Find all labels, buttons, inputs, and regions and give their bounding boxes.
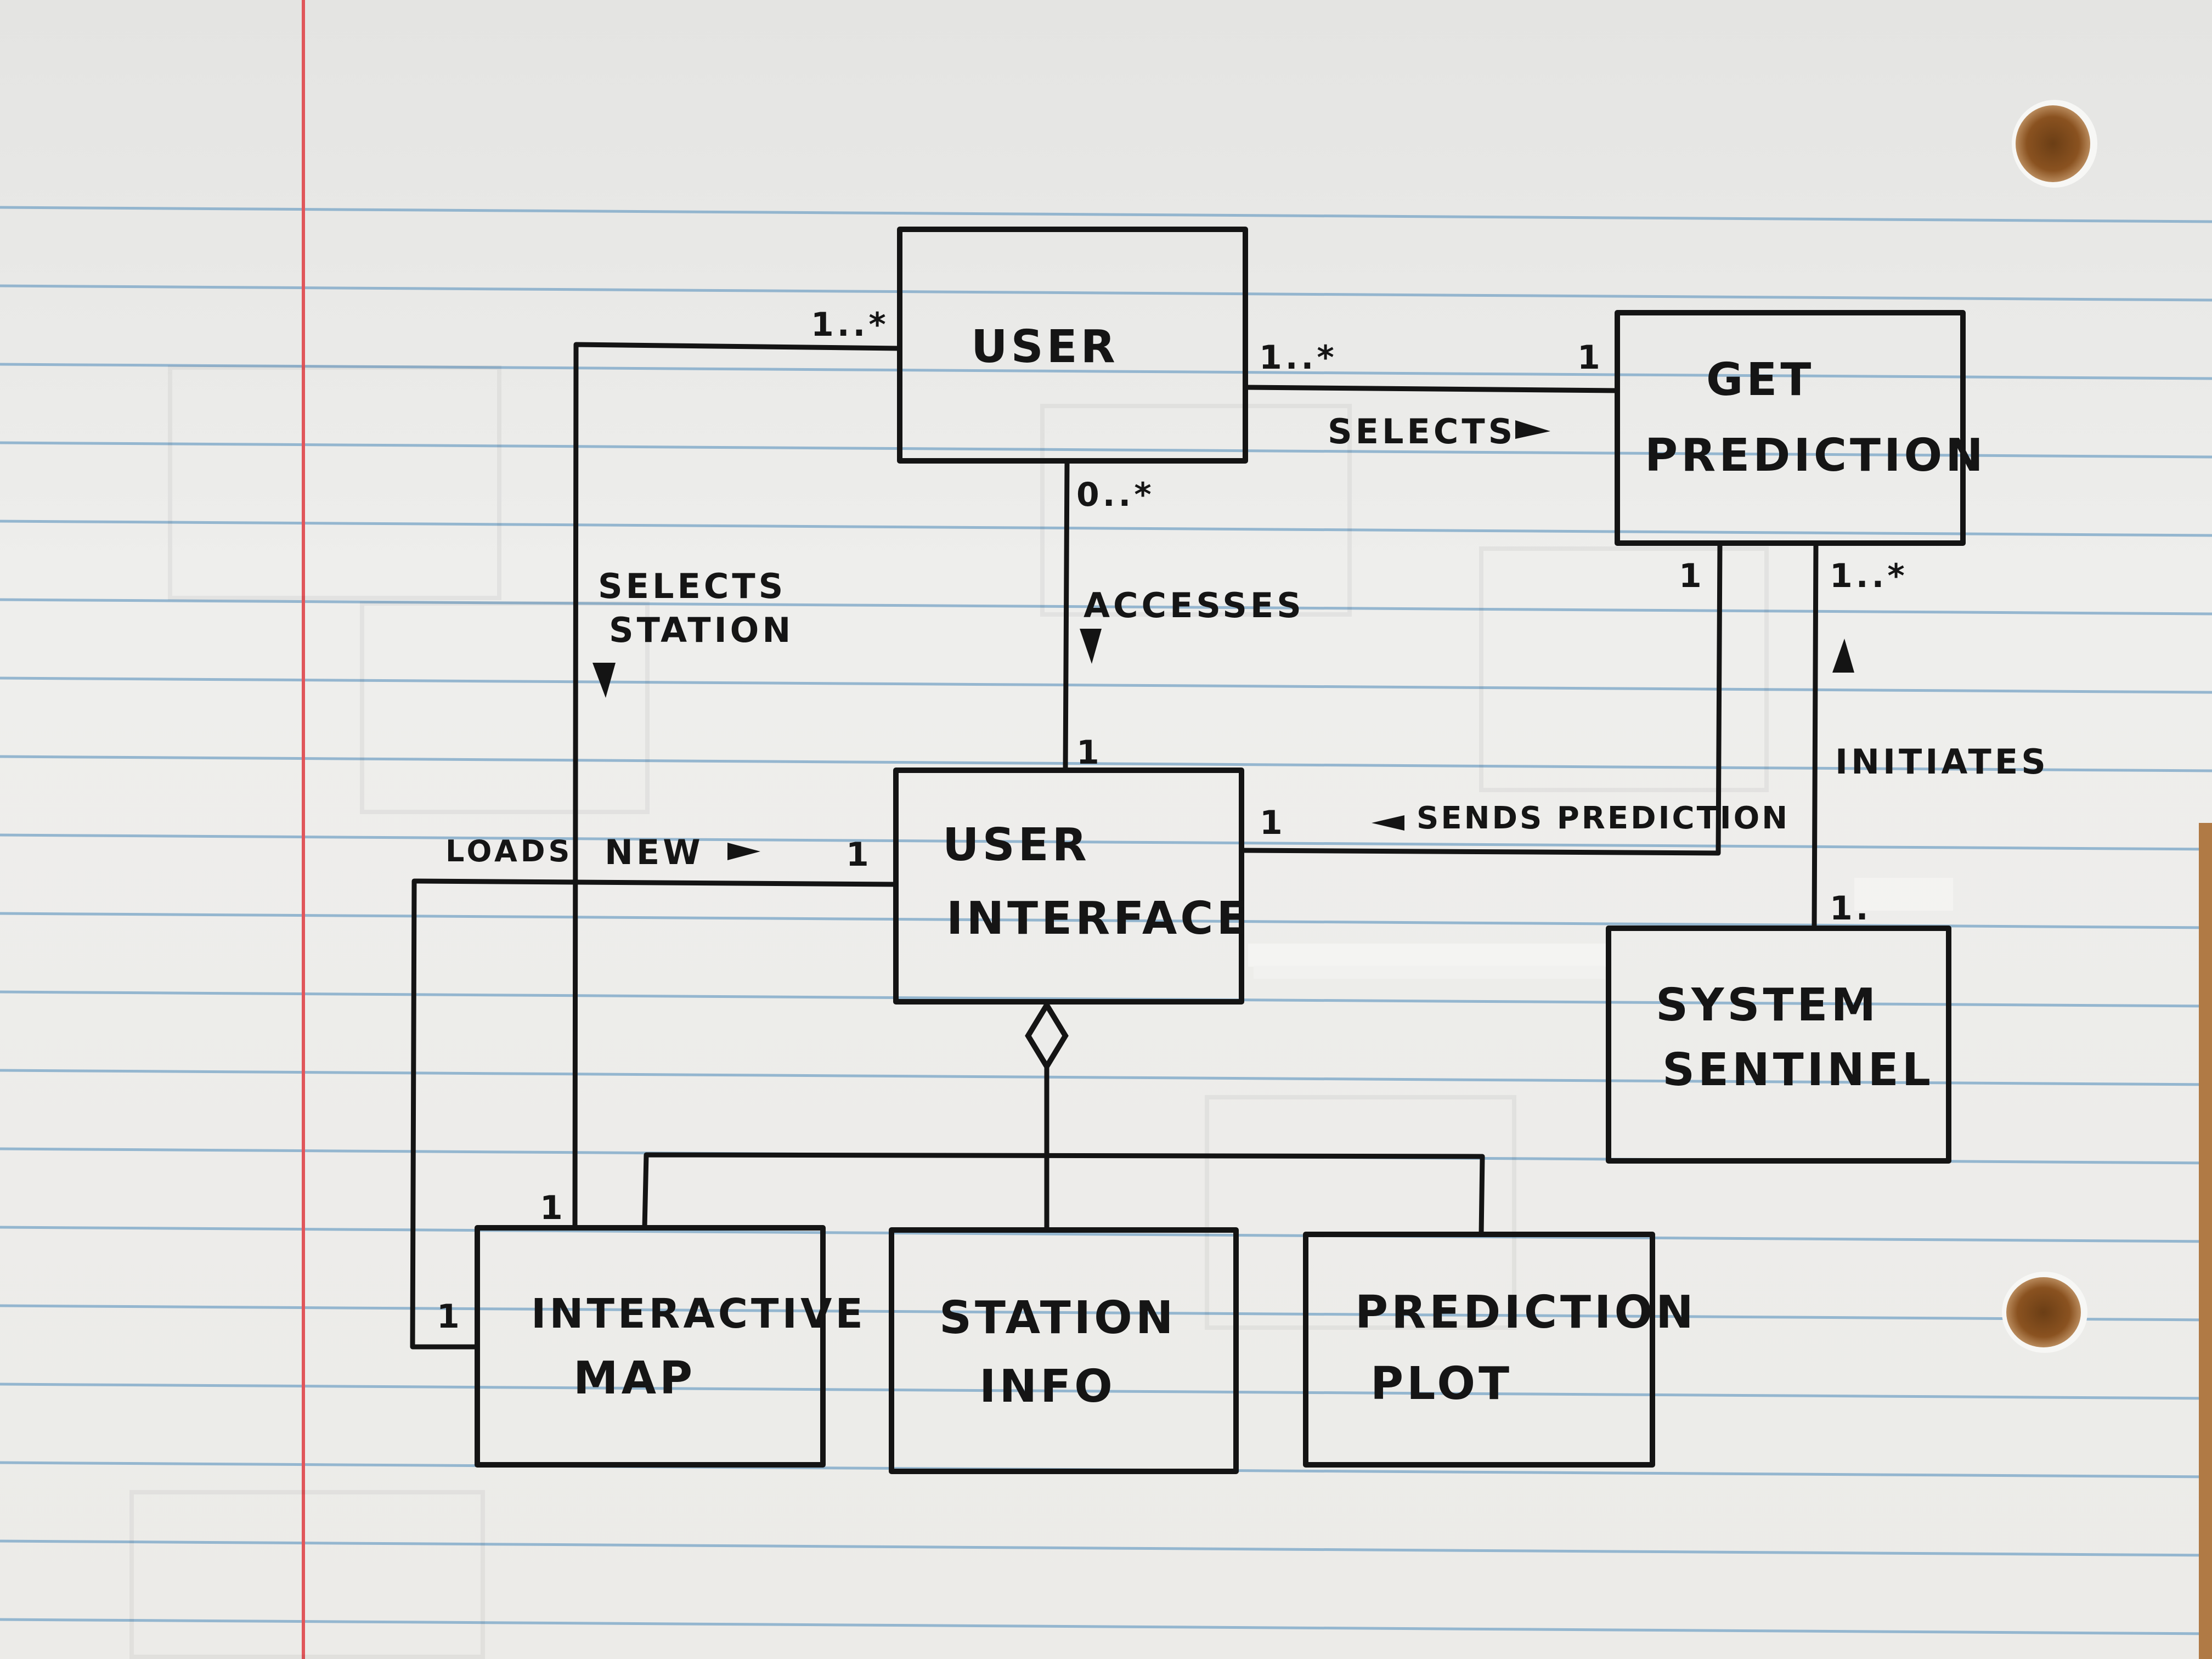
ruled-line	[0, 1539, 2212, 1557]
class-interactive-map-line2: MAP	[573, 1352, 696, 1404]
ruled-line	[0, 1069, 2212, 1086]
class-system-sentinel-line1: SYSTEM	[1656, 979, 1879, 1031]
aggregation-user-interface	[642, 1000, 1485, 1237]
ruled-line	[0, 676, 2212, 694]
class-station-info-line2: INFO	[979, 1361, 1116, 1413]
ruled-line	[0, 912, 2212, 929]
label-sends-prediction: SENDS PREDICTION	[1417, 800, 1790, 836]
label-initiates: INITIATES	[1835, 742, 2049, 782]
edge-get-prediction-user-interface	[1239, 540, 1723, 856]
mult-user-to-prediction: 1..*	[1259, 338, 1338, 377]
bleed-through	[129, 365, 1769, 1659]
label-selects-station-2: STATION	[609, 610, 794, 650]
ruled-line	[0, 363, 2212, 380]
label-selects-station-1: SELECTS	[598, 566, 786, 606]
mult-sentinel-initiates: 1.	[1830, 889, 1872, 928]
class-system-sentinel-line2: SENTINEL	[1662, 1044, 1934, 1096]
label-new: NEW	[605, 832, 704, 872]
label-loads: LOADS	[445, 834, 573, 868]
ruled-line	[0, 1383, 2212, 1400]
ruled-line	[0, 833, 2212, 851]
ruled-line	[0, 1304, 2212, 1322]
mult-ui-loads: 1	[846, 836, 872, 874]
ruled-line	[0, 755, 2212, 772]
mult-user-to-ui: 0..*	[1076, 476, 1155, 514]
initiates-arrow	[1832, 639, 1854, 673]
mult-map-selects: 1	[540, 1189, 566, 1227]
class-system-sentinel: SYSTEM SENTINEL	[1606, 926, 1951, 1164]
accesses-arrow	[1080, 629, 1102, 664]
class-station-info: STATION INFO	[889, 1227, 1239, 1474]
edge-user-get-prediction	[1243, 385, 1620, 393]
class-user-label: USER	[971, 321, 1119, 373]
class-prediction-plot-line1: PREDICTION	[1355, 1286, 1697, 1339]
class-user-interface: USER INTERFACE	[893, 768, 1251, 1005]
class-interactive-map-line1: INTERACTIVE	[531, 1290, 866, 1338]
binder-holes	[2002, 100, 2097, 1353]
ruled-line	[0, 1618, 2212, 1635]
class-get-prediction: GET PREDICTION	[1615, 310, 1987, 546]
mult-ui-from-user: 1	[1076, 733, 1103, 772]
mult-prediction-send: 1	[1679, 557, 1705, 595]
sends-prediction-arrow	[1372, 815, 1404, 831]
mult-prediction-from-user: 1	[1577, 338, 1604, 377]
edge-user-interactive-map	[572, 342, 902, 1231]
class-user-interface-line1: USER	[943, 819, 1090, 871]
ruled-line	[0, 284, 2212, 302]
class-interactive-map: INTERACTIVE MAP	[475, 1225, 866, 1468]
ruled-line	[0, 441, 2212, 459]
class-user-interface-line2: INTERFACE	[946, 893, 1251, 945]
class-prediction-plot: PREDICTION PLOT	[1303, 1232, 1697, 1468]
class-get-prediction-line2: PREDICTION	[1645, 430, 1987, 482]
selects-arrow	[1515, 420, 1550, 439]
label-accesses: ACCESSES	[1084, 585, 1305, 625]
selects-station-arrow	[592, 663, 616, 698]
new-arrow	[727, 843, 760, 860]
binder-hole-top	[2016, 105, 2090, 182]
class-get-prediction-line1: GET	[1706, 354, 1814, 406]
aggregation-diamond	[1025, 1000, 1069, 1072]
desk-edge	[2199, 823, 2212, 1659]
mult-prediction-initiates: 1..*	[1830, 557, 1908, 595]
edge-system-sentinel-get-prediction	[1812, 540, 1819, 931]
edge-user-user-interface	[1063, 458, 1070, 773]
mult-ui-send: 1	[1260, 804, 1286, 842]
mult-map-loads: 1	[437, 1297, 463, 1336]
aggregation-bar	[642, 1152, 1485, 1237]
class-station-info-line1: STATION	[939, 1292, 1177, 1344]
ruled-line	[0, 206, 2212, 223]
binder-hole-bottom	[2006, 1277, 2081, 1347]
mult-user-to-map: 1..*	[811, 306, 889, 344]
ruled-line	[0, 520, 2212, 537]
correction-tape	[1248, 944, 1610, 967]
edge-user-interface-interactive-map	[410, 878, 899, 1350]
ruled-line	[0, 1226, 2212, 1243]
class-user: USER	[897, 227, 1248, 464]
class-prediction-plot-line2: PLOT	[1370, 1358, 1513, 1410]
label-selects: SELECTS	[1328, 411, 1516, 452]
ruled-line	[0, 598, 2212, 616]
